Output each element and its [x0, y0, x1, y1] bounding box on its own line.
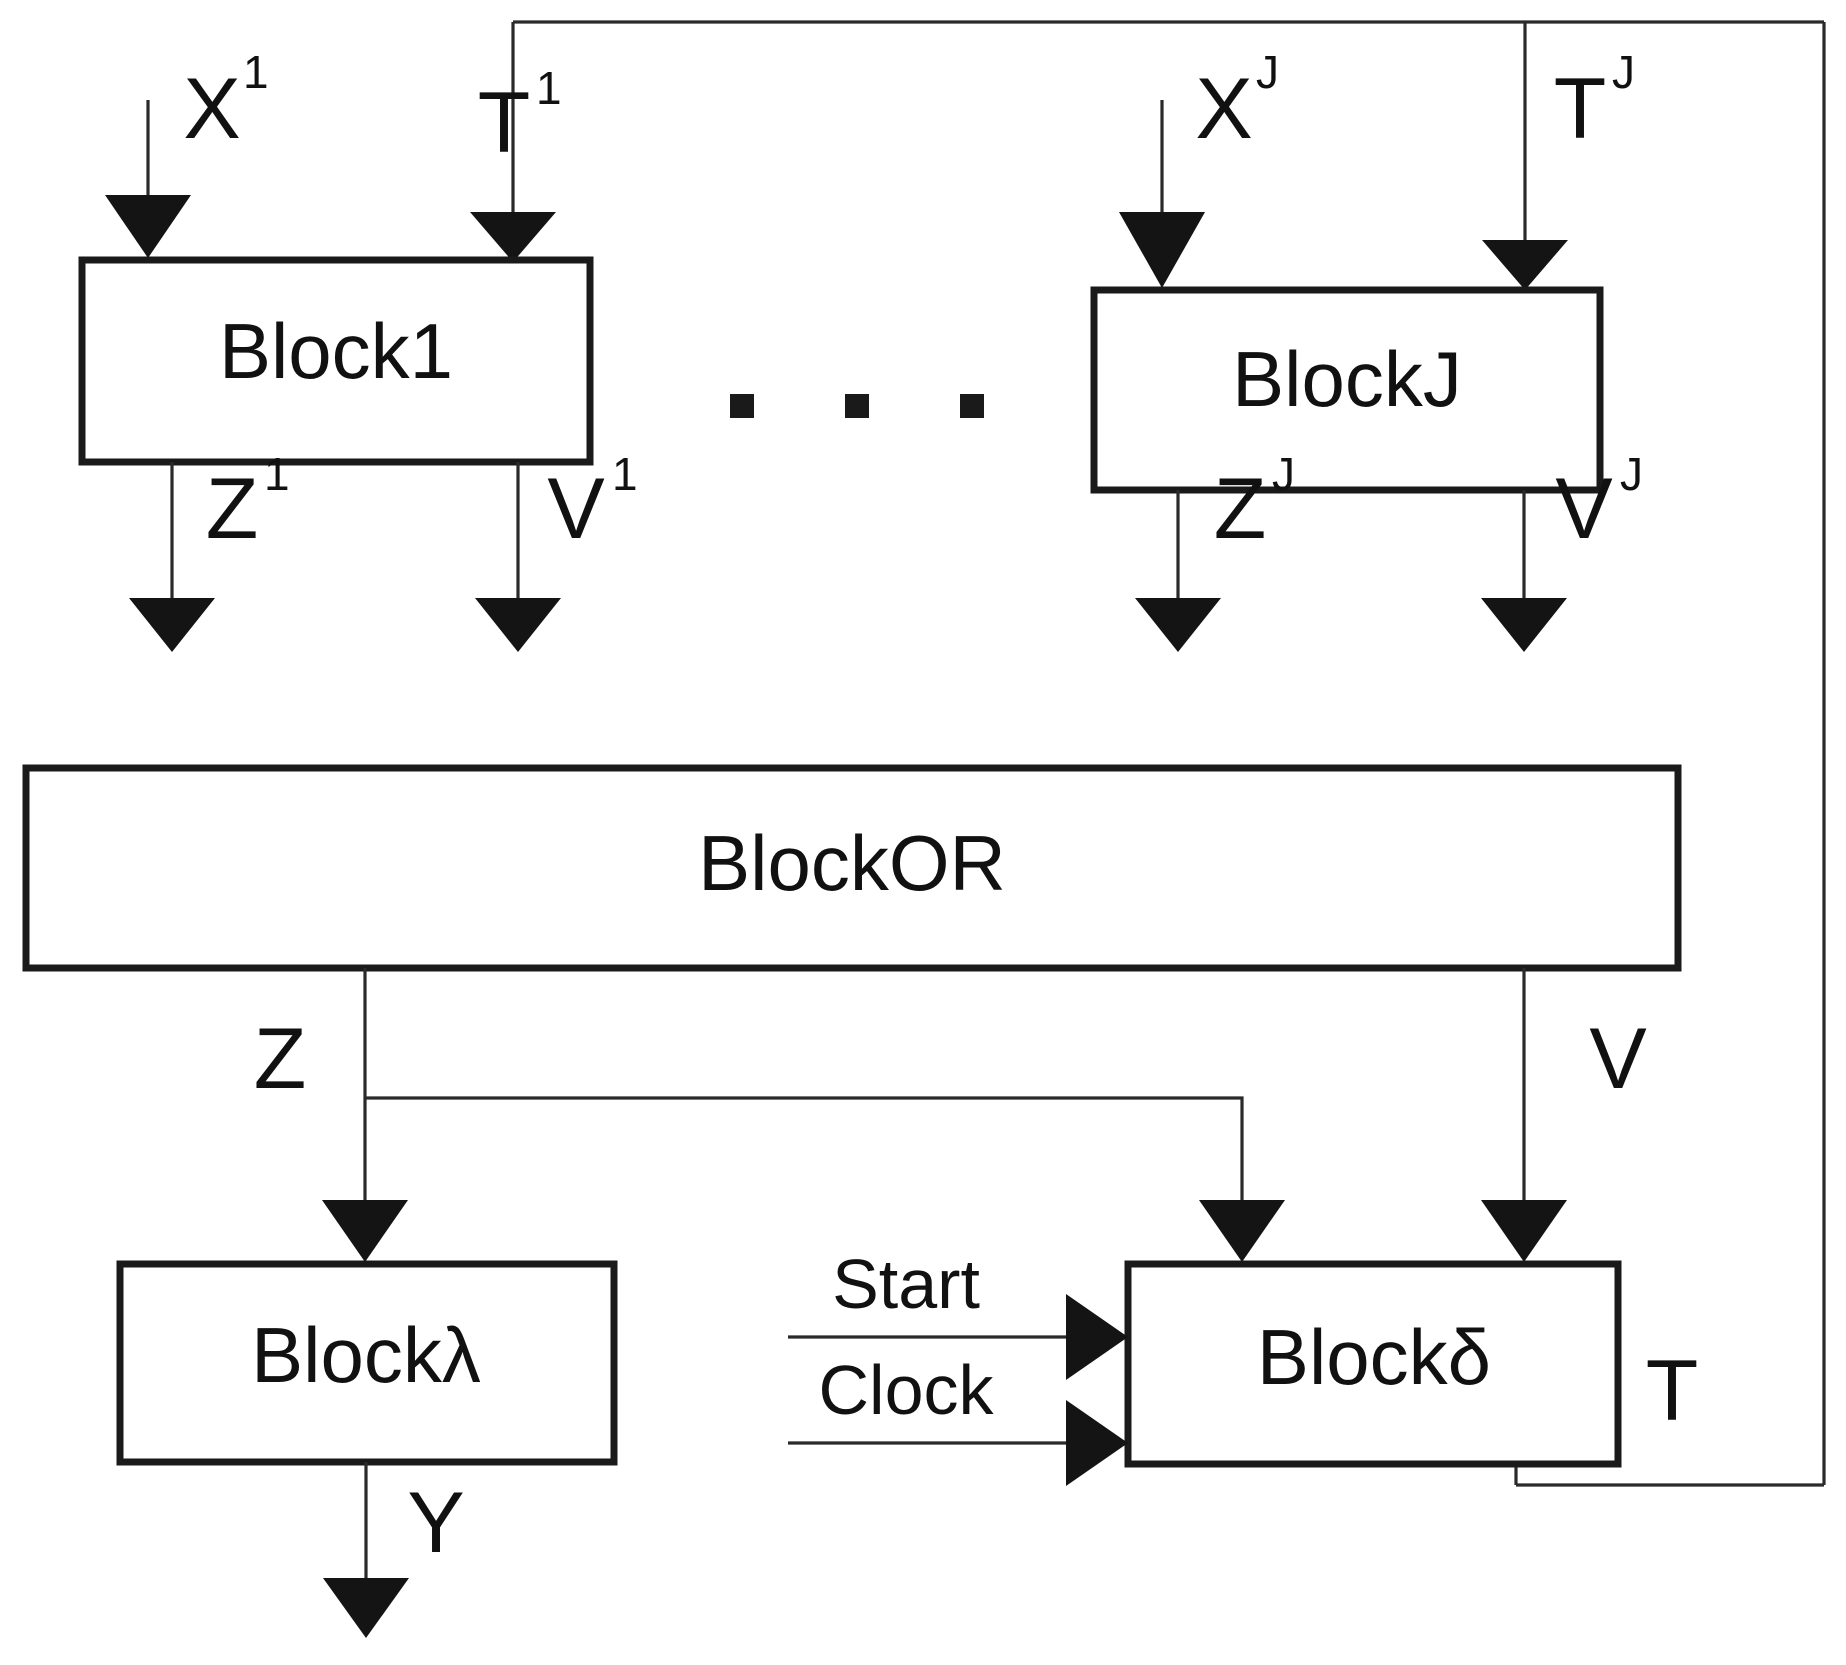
arrowhead-tj	[1482, 240, 1568, 290]
block-j-label: BlockJ	[1232, 335, 1462, 423]
wire-xj	[1119, 100, 1205, 288]
arrowhead-zj	[1135, 598, 1221, 652]
label-tj-sup: J	[1612, 46, 1635, 98]
arrowhead-z	[322, 1200, 408, 1262]
block-1-label: Block1	[219, 307, 453, 395]
wire-zj	[1135, 490, 1221, 652]
label-t1-base: T	[478, 75, 531, 171]
arrowhead-t1	[470, 212, 556, 262]
label-zj: Z J	[1214, 448, 1295, 557]
wire-tj	[1482, 22, 1568, 290]
arrowhead-y	[323, 1578, 409, 1638]
label-x1: X 1	[183, 46, 268, 157]
block-lambda-label: Blockλ	[251, 1311, 481, 1399]
block-delta-label: Blockδ	[1257, 1313, 1491, 1401]
label-t: T	[1646, 1343, 1699, 1439]
arrowhead-clock	[1066, 1400, 1128, 1486]
label-xj-sup: J	[1256, 46, 1279, 98]
label-z1: Z 1	[206, 448, 290, 557]
wire-v-out	[1481, 968, 1567, 1262]
wire-x1	[105, 100, 191, 258]
label-x1-base: X	[183, 61, 240, 157]
label-z1-sup: 1	[264, 448, 290, 500]
label-vj-sup: J	[1620, 448, 1643, 500]
label-t1-sup: 1	[536, 62, 562, 114]
wire-z-branch	[365, 1096, 1244, 1208]
arrowhead-v1	[475, 598, 561, 652]
label-zj-base: Z	[1214, 461, 1267, 557]
arrowhead-start	[1066, 1294, 1128, 1380]
label-v1: V 1	[547, 448, 637, 557]
ellipsis-dot-1	[730, 394, 754, 418]
label-t1: T 1	[478, 62, 562, 171]
label-vj: V J	[1555, 448, 1643, 557]
label-zj-sup: J	[1272, 448, 1295, 500]
arrowhead-xj	[1119, 212, 1205, 288]
arrowhead-v	[1481, 1200, 1567, 1262]
wire-y-out	[323, 1462, 409, 1638]
label-x1-sup: 1	[243, 46, 269, 98]
wire-vj	[1481, 490, 1567, 652]
block-j-box[interactable]	[1090, 286, 1604, 494]
label-z: Z	[254, 1011, 307, 1107]
block-1-box[interactable]	[78, 256, 594, 466]
arrowhead-x1	[105, 195, 191, 258]
block-or-label: BlockOR	[698, 819, 1006, 907]
label-clock: Clock	[818, 1351, 994, 1429]
label-xj: X J	[1195, 46, 1279, 157]
arrowhead-vj	[1481, 598, 1567, 652]
wire-t1	[470, 22, 556, 262]
wire-z-out	[322, 968, 1285, 1262]
block-delta-box[interactable]	[1124, 1260, 1622, 1468]
label-xj-base: X	[1195, 61, 1252, 157]
ellipsis-dots	[730, 394, 984, 418]
label-v1-sup: 1	[612, 448, 638, 500]
label-tj-base: T	[1554, 61, 1607, 157]
arrowhead-z-branch	[1199, 1200, 1285, 1262]
label-tj: T J	[1554, 46, 1635, 157]
label-start: Start	[832, 1245, 980, 1323]
ellipsis-dot-2	[845, 394, 869, 418]
label-vj-base: V	[1555, 461, 1612, 557]
arrowhead-z1	[129, 598, 215, 652]
wire-v1	[475, 462, 561, 652]
wire-clock	[788, 1400, 1128, 1486]
ellipsis-dot-3	[960, 394, 984, 418]
label-y: Y	[407, 1475, 464, 1571]
block-lambda-box[interactable]	[116, 1260, 618, 1466]
block-or-box[interactable]	[22, 764, 1682, 972]
wire-start	[788, 1294, 1128, 1380]
wire-z1	[129, 462, 215, 652]
label-z1-base: Z	[206, 461, 259, 557]
label-v1-base: V	[547, 461, 604, 557]
label-v: V	[1589, 1011, 1646, 1107]
